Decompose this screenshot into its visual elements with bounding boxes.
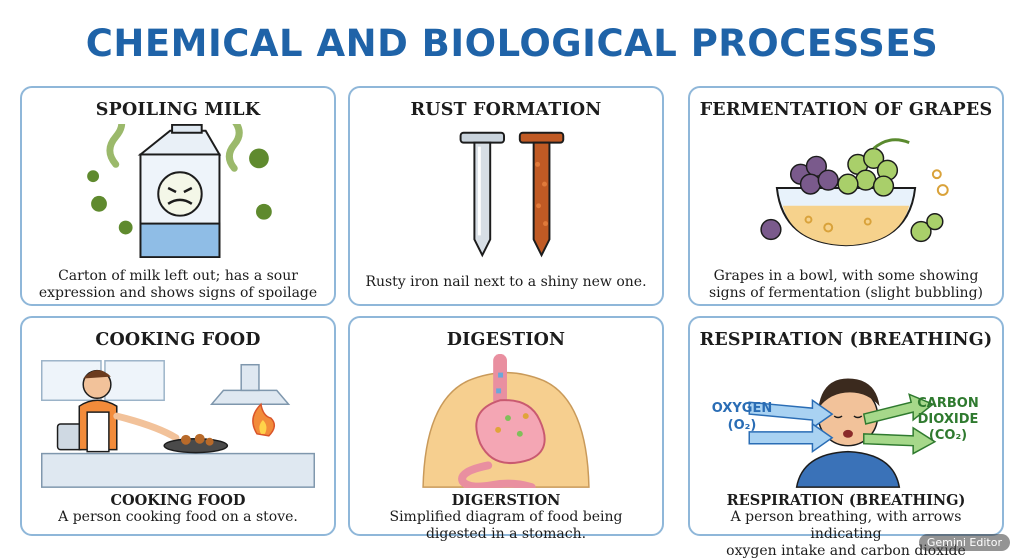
- caption-line: expression and shows signs of spoilage: [38, 285, 318, 301]
- carbon-dioxide-arrow-icon: [862, 393, 937, 455]
- nails-icon: [350, 124, 662, 258]
- caption-title: RESPIRATION (BREATHING): [726, 492, 966, 509]
- caption-line: signs of fermentation (slight bubbling): [709, 285, 983, 301]
- caption-line: Carton of milk left out; has a sour: [58, 268, 298, 284]
- milk-carton-icon: [22, 124, 334, 258]
- oxygen-label: OXYGEN (O₂): [710, 400, 774, 434]
- card-fermentation-of-grapes: FERMENTATION OF GRAPES Grapes in a bowl,…: [688, 86, 1004, 306]
- caption-line: Rusty iron nail next to a shiny new one.: [365, 274, 647, 290]
- caption-line: oxygen intake and carbon dioxide release…: [726, 543, 966, 559]
- card-heading: RESPIRATION (BREATHING): [699, 330, 993, 350]
- caption-line: digested in a stomach.: [425, 526, 587, 542]
- oxygen-arrow-icon: [748, 398, 834, 454]
- cooking-person-icon: [22, 354, 334, 488]
- card-digestion: DIGESTION DIGERSTION Simplified diagram …: [348, 316, 664, 542]
- card-heading: FERMENTATION OF GRAPES: [699, 100, 993, 120]
- card-rust-formation: RUST FORMATION Rusty iron nail next to a…: [348, 86, 664, 306]
- carbon-dioxide-label: CARBON DIOXIDE (CO₂): [910, 396, 986, 444]
- caption-title: DIGERSTION: [451, 492, 561, 509]
- caption-line: A person breathing, with arrows indicati…: [730, 509, 962, 542]
- co2-label-line1: CARBON: [917, 396, 979, 411]
- card-spoiling-milk: SPOILING MILK Carton of milk left out; h…: [20, 86, 336, 306]
- card-heading: DIGESTION: [446, 330, 566, 350]
- caption-title: COOKING FOOD: [110, 492, 246, 509]
- page-title: CHEMICAL AND BIOLOGICAL PROCESSES: [85, 22, 939, 65]
- co2-label-line2: DIOXIDE: [917, 412, 979, 427]
- oxygen-formula: (O₂): [727, 418, 757, 433]
- co2-formula: (CO₂): [928, 428, 968, 443]
- stomach-icon: [350, 354, 662, 488]
- card-heading: COOKING FOOD: [95, 330, 261, 350]
- caption-line: Grapes in a bowl, with some showing: [713, 268, 979, 284]
- card-cooking-food: COOKING FOOD COOKING FOOD A person cooki…: [20, 316, 336, 536]
- caption-line: Simplified diagram of food being: [389, 509, 623, 525]
- oxygen-label-text: OXYGEN: [711, 401, 773, 416]
- caption-line: A person cooking food on a stove.: [58, 509, 298, 525]
- grape-bowl-icon: [690, 124, 1002, 258]
- breathing-person-icon: OXYGEN (O₂) CARBON DIOXIDE (CO₂): [690, 354, 1002, 488]
- watermark-badge: Gemini Editor: [918, 534, 1010, 551]
- card-respiration: RESPIRATION (BREATHING) OXYGEN (O₂) CARB…: [688, 316, 1004, 559]
- card-heading: RUST FORMATION: [410, 100, 602, 120]
- card-heading: SPOILING MILK: [95, 100, 261, 120]
